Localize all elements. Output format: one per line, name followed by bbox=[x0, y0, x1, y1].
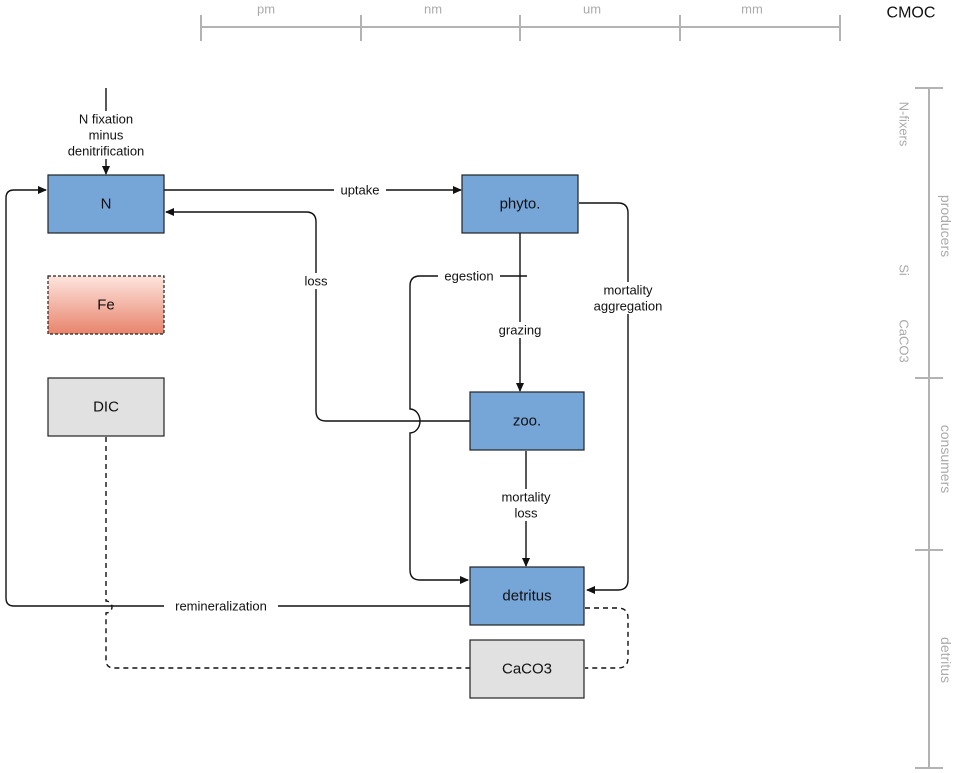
flow-arrows bbox=[5, 88, 629, 607]
grazing-label: grazing bbox=[499, 323, 542, 338]
node-caco3-label: CaCO3 bbox=[502, 661, 552, 678]
node-zoo: zoo. bbox=[469, 391, 585, 451]
node-fe: Fe bbox=[47, 275, 165, 335]
remineralization-arrow bbox=[5, 186, 470, 607]
n-fixation-label-line1: N fixation bbox=[79, 112, 133, 127]
node-zoo-label: zoo. bbox=[513, 413, 541, 430]
group-label-detritus: detritus bbox=[938, 637, 954, 683]
mortality-aggregation-label-line1: mortality bbox=[603, 283, 653, 298]
remineralization-label: remineralization bbox=[175, 599, 267, 614]
n-fixation-label-line3: denitrification bbox=[68, 144, 145, 159]
node-detritus: detritus bbox=[469, 566, 585, 626]
sub-label-n-fixers: N-fixers bbox=[897, 102, 912, 147]
scale-label-um: um bbox=[583, 2, 601, 17]
mortality-aggregation-arrow bbox=[579, 202, 629, 594]
egestion-label: egestion bbox=[444, 269, 493, 284]
sub-label-si: Si bbox=[897, 264, 912, 276]
mortality-loss-label-line2: loss bbox=[514, 506, 538, 521]
mortality-aggregation-label-line2: aggregation bbox=[594, 299, 663, 314]
flow-labels: N fixation minus denitrification uptake … bbox=[57, 111, 670, 614]
loss-label: loss bbox=[304, 274, 328, 289]
node-dic-label: DIC bbox=[93, 399, 119, 416]
detritus-caco3-dashed-link bbox=[585, 607, 629, 669]
scale-label-pm: pm bbox=[257, 2, 275, 17]
group-label-producers: producers bbox=[938, 195, 954, 257]
mortality-loss-label-line1: mortality bbox=[501, 490, 551, 505]
node-n: N bbox=[47, 174, 165, 234]
n-fixation-label-line2: minus bbox=[89, 128, 124, 143]
node-phyto: phyto. bbox=[461, 174, 579, 234]
diagram-title: CMOC bbox=[887, 5, 936, 22]
egestion-arrow bbox=[409, 275, 527, 584]
group-axis: N-fixers Si CaCO3 producers consumers de… bbox=[897, 87, 954, 769]
sub-label-caco3: CaCO3 bbox=[897, 319, 912, 362]
group-label-consumers: consumers bbox=[938, 425, 954, 493]
node-detritus-label: detritus bbox=[502, 588, 551, 605]
scale-label-nm: nm bbox=[424, 2, 442, 17]
dic-caco3-dashed-link bbox=[105, 437, 470, 669]
loss-arrow bbox=[165, 208, 470, 422]
node-dic: DIC bbox=[47, 377, 165, 437]
node-phyto-label: phyto. bbox=[500, 196, 541, 213]
node-fe-label: Fe bbox=[97, 297, 115, 314]
scale-label-mm: mm bbox=[741, 2, 763, 17]
size-scale-axis: pm nm um mm bbox=[200, 2, 841, 41]
uptake-label: uptake bbox=[340, 183, 379, 198]
node-caco3: CaCO3 bbox=[469, 639, 585, 699]
node-n-label: N bbox=[101, 196, 112, 213]
